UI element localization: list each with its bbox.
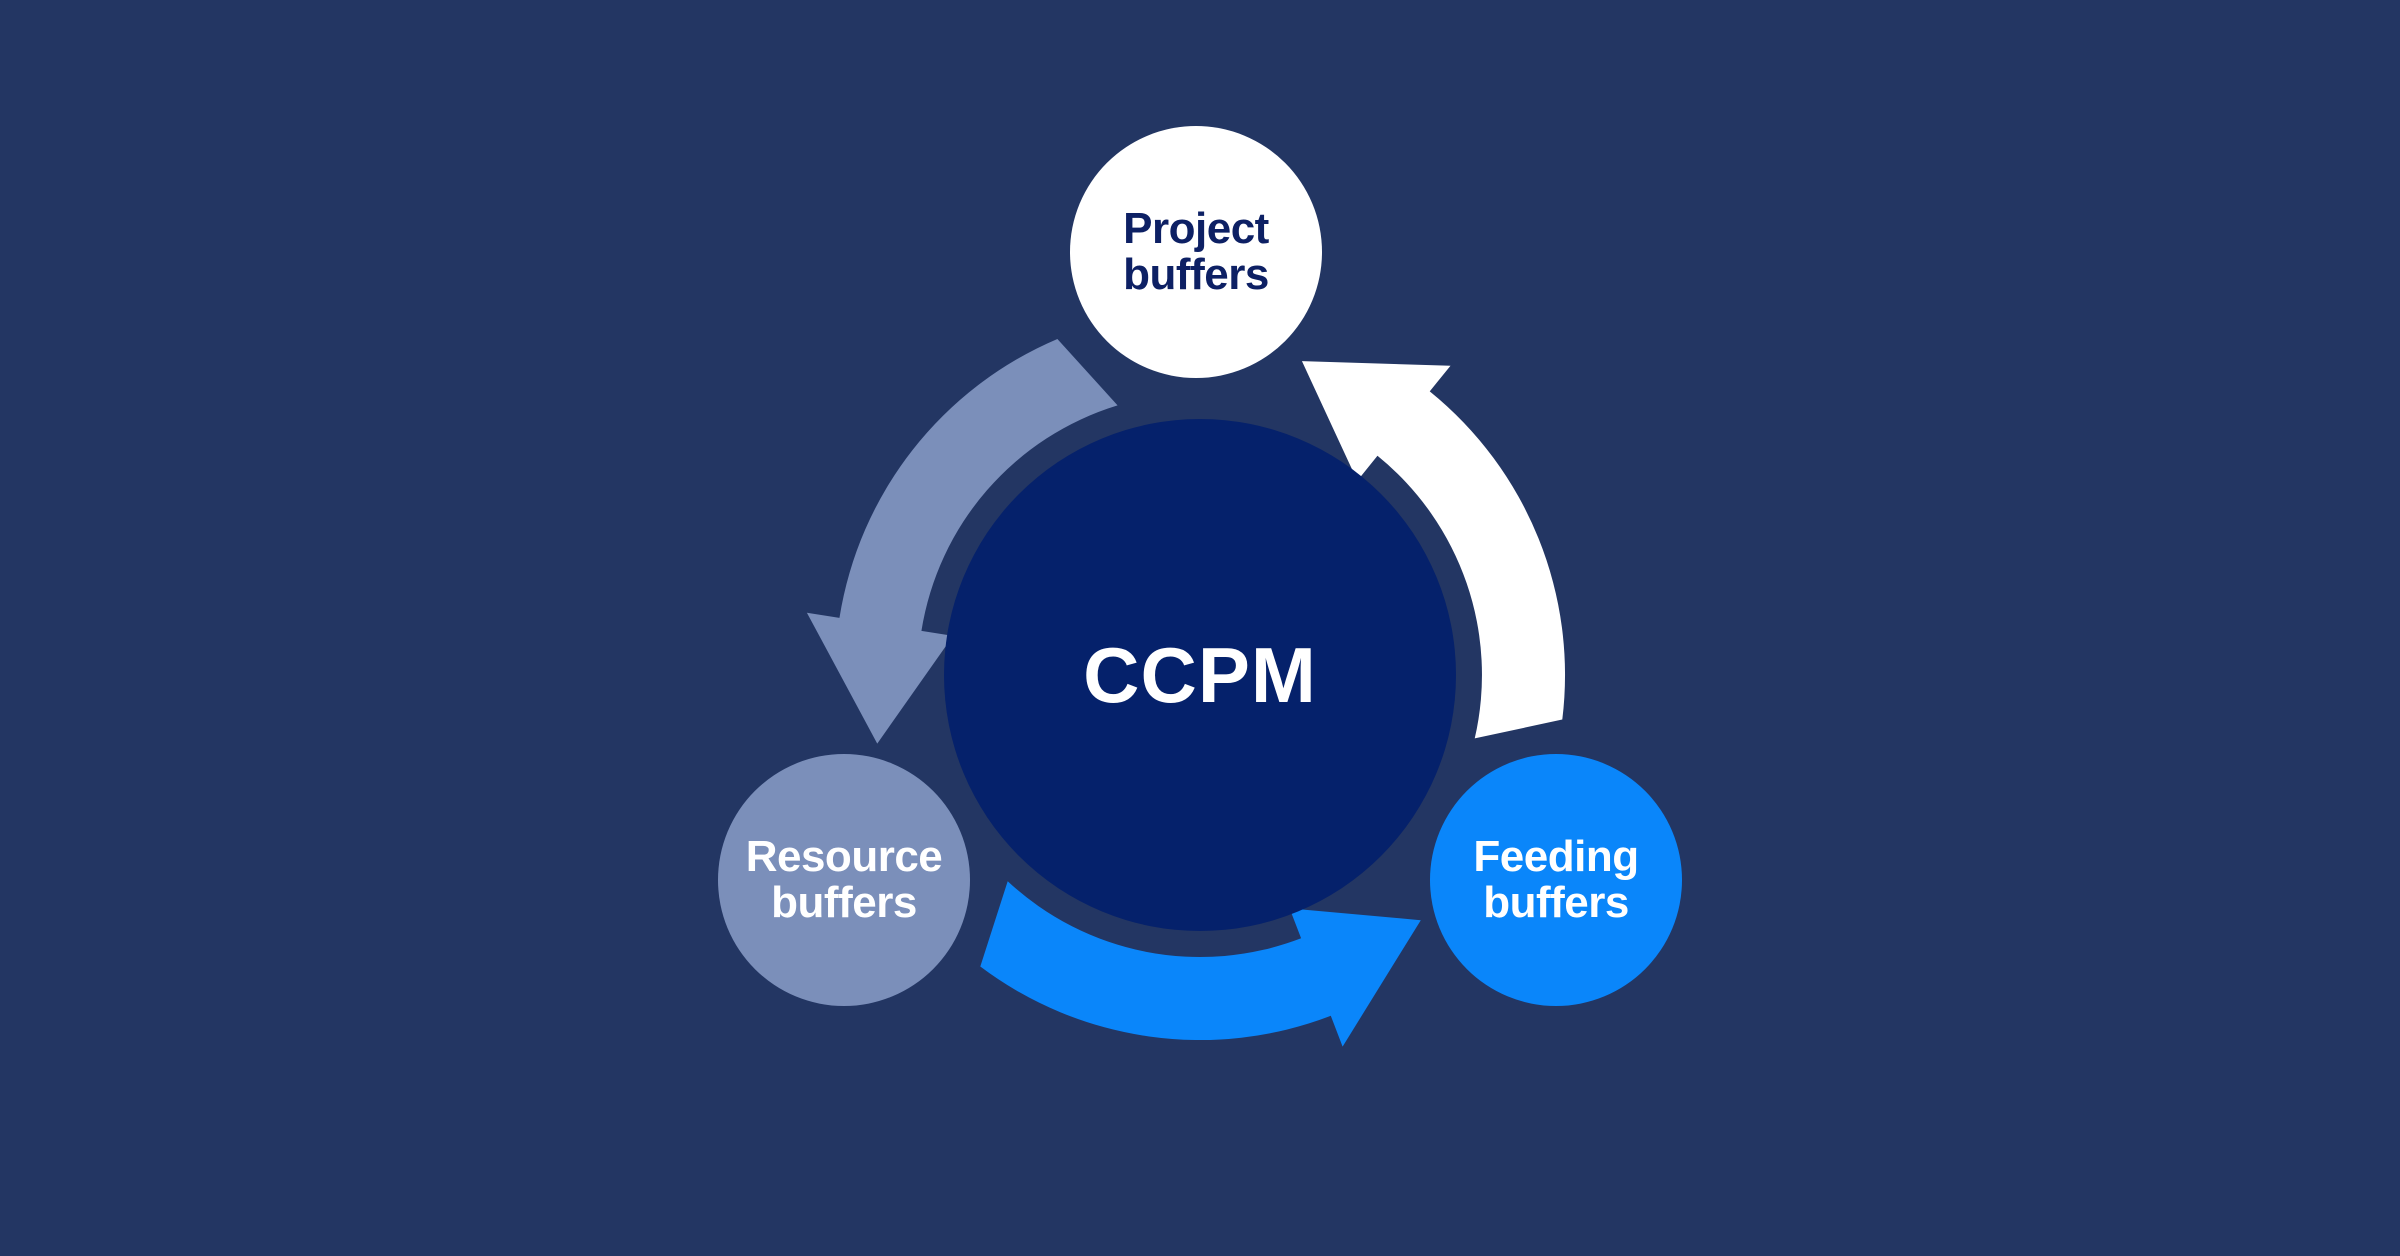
node-resource-buffers: Resource buffers [718,754,970,1006]
node-project-buffers-label-line2: buffers [1123,250,1269,299]
center-node: CCPM [944,419,1456,931]
node-feeding-buffers: Feeding buffers [1430,754,1682,1006]
node-feeding-buffers-label: Feeding buffers [1473,832,1639,927]
node-resource-buffers-label: Resource buffers [746,834,943,926]
node-feeding-buffers-label-line1: Feeding [1473,832,1639,881]
node-project-buffers: Project buffers [1070,126,1322,378]
center-node-label: CCPM [1083,630,1317,719]
node-resource-buffers-label-line2: buffers [771,878,917,927]
node-project-buffers-label: Project buffers [1123,206,1269,298]
node-project-buffers-label-line1: Project [1123,204,1269,253]
node-feeding-buffers-label-line2: buffers [1483,878,1629,927]
node-resource-buffers-label-line1: Resource [745,832,943,881]
